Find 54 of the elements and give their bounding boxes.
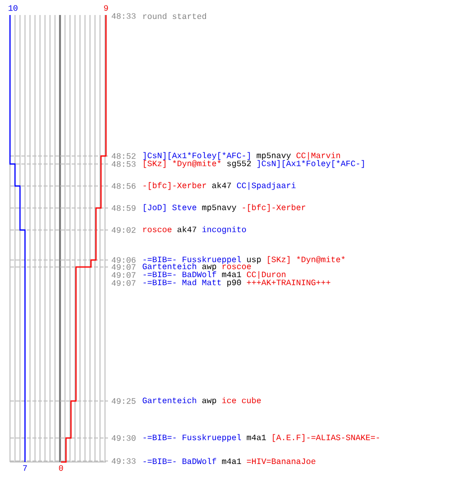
player-name: ice cube xyxy=(222,397,261,404)
player-name: -=BIB=- BaDWolf xyxy=(144,271,216,278)
team-count: 10 xyxy=(8,5,18,11)
player-name: Gartenteich xyxy=(142,263,196,270)
player-name: -=BIB=- Fusskrueppel xyxy=(144,434,241,442)
time-label: 49:06 xyxy=(112,257,136,263)
player-name: [A.E.F]-=ALIAS-SNAKE=- xyxy=(272,434,379,442)
player-name: [SKz] *Dyn@mite* xyxy=(268,256,345,264)
time-label: 48:33 xyxy=(112,13,136,19)
player-name: CC|Marvin xyxy=(296,152,340,160)
player-name: -=BIB=- Mad Matt xyxy=(144,279,221,286)
player-name: -=BIB=- BaDWolf xyxy=(144,458,216,464)
weapon-name: p90 xyxy=(227,280,241,287)
weapon-name: usp xyxy=(247,258,261,264)
player-name: +++AK+TRAINING+++ xyxy=(246,280,330,286)
time-label: 48:59 xyxy=(112,205,136,211)
player-name: ]CsN][Ax1*Foley[*AFC-] xyxy=(257,160,364,168)
player-name: roscoe xyxy=(143,228,172,232)
time-label: 49:02 xyxy=(112,227,136,233)
player-name: Gartenteich xyxy=(142,397,196,404)
weapon-name: mp5navy xyxy=(202,204,236,212)
player-name: roscoe xyxy=(222,264,251,270)
time-label: 48:52 xyxy=(112,153,136,159)
weapon-name: mp5navy xyxy=(256,152,291,160)
weapon-name: awp xyxy=(202,398,216,405)
weapon-name: m4a1 xyxy=(246,434,266,440)
weapon-name: m4a1 xyxy=(222,272,242,278)
time-label: 49:07 xyxy=(112,280,136,286)
player-name: [SKz] *Dyn@mite* xyxy=(144,160,221,168)
time-label: 49:30 xyxy=(112,435,136,441)
time-label: 48:53 xyxy=(112,161,136,167)
time-label: 48:56 xyxy=(112,183,136,189)
time-label: 49:33 xyxy=(112,458,136,464)
player-name: [JoD] Steve xyxy=(144,204,196,212)
player-name: -[bfc]-Xerber xyxy=(242,204,306,212)
weapon-name: awp xyxy=(202,264,216,271)
player-name: ]CsN][Ax1*Foley[*AFC-] xyxy=(143,152,250,160)
player-name: -=BIB=- Fusskrueppel xyxy=(144,256,241,264)
time-label: 49:25 xyxy=(112,398,136,404)
weapon-name: m4a1 xyxy=(222,458,242,464)
player-name: CC|Duron xyxy=(246,271,286,279)
player-name: incognito xyxy=(202,226,246,234)
team-count: 0 xyxy=(59,465,63,471)
team-count: 7 xyxy=(23,465,27,471)
player-name: -[bfc]-Xerber xyxy=(144,182,206,190)
event-text: round started xyxy=(143,12,206,20)
time-label: 49:07 xyxy=(112,272,136,278)
time-label: 49:07 xyxy=(112,264,136,270)
player-name: CC|Spadjaari xyxy=(236,182,296,190)
team-count: 9 xyxy=(104,5,108,11)
player-name: =HIV=BananaJoe xyxy=(246,458,316,464)
weapon-name: ak47 xyxy=(212,182,231,188)
weapon-name: sg552 xyxy=(227,160,251,168)
weapon-name: ak47 xyxy=(178,226,196,232)
